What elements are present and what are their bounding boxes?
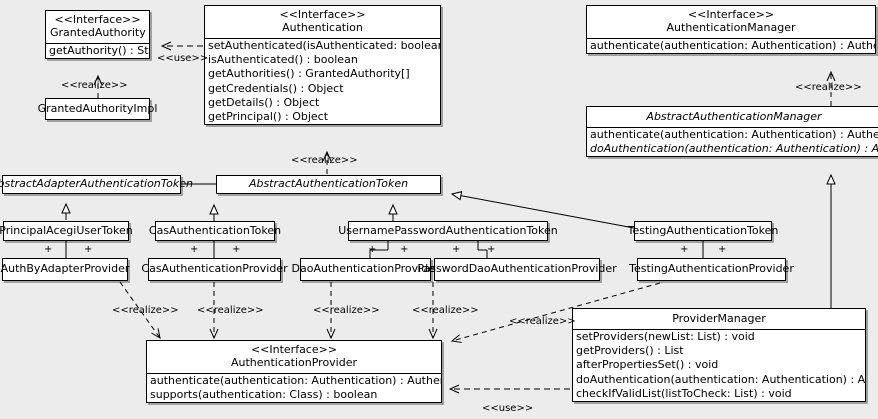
edge-label-realize-testing-authentication-provider: <<realize>>: [509, 316, 576, 327]
member-row: setProviders(newList: List) : void: [576, 330, 755, 343]
class-dao-authentication-provider[interactable]: DaoAuthenticationProvider: [292, 258, 440, 281]
stereotype-label: <<Interface>>: [250, 343, 338, 356]
member-row: getCredentials() : Object: [208, 81, 344, 95]
class-authentication-provider[interactable]: <<Interface>> AuthenticationProvider aut…: [146, 340, 442, 404]
class-name-label: TestingAuthenticationProvider: [629, 262, 794, 275]
association-marker-plus: +: [452, 244, 461, 255]
class-auth-by-adapter-provider[interactable]: AuthByAdapterProvider: [1, 258, 129, 281]
class-password-dao-authentication-provider[interactable]: PasswordDaoAuthenticationProvider: [417, 258, 617, 281]
class-name-label: UsernamePasswordAuthenticationToken: [338, 223, 558, 237]
class-name-label: DaoAuthenticationProvider: [291, 262, 440, 275]
class-name-label: Authentication: [282, 21, 363, 34]
class-members: authenticate(authentication: Authenticat…: [587, 127, 878, 156]
class-header: ProviderManager: [573, 309, 865, 329]
member-row: isAuthenticated() : boolean: [208, 53, 358, 67]
member-row: supports(authentication: Class) : boolea…: [150, 388, 378, 402]
class-abstract-authentication-manager[interactable]: AbstractAuthenticationManager authentica…: [586, 106, 878, 158]
edge-label-use-provider-manager: <<use>>: [482, 403, 534, 414]
class-cas-authentication-provider[interactable]: CasAuthenticationProvider: [141, 258, 288, 281]
class-abstract-adapter-authentication-token[interactable]: AbstractAdapterAuthenticationToken: [0, 175, 193, 194]
class-name-label: AuthenticationManager: [666, 21, 796, 34]
class-testing-authentication-token[interactable]: TestingAuthenticationToken: [628, 221, 778, 241]
class-name-label: AuthByAdapterProvider: [0, 262, 130, 275]
class-abstract-authentication-token[interactable]: AbstractAuthenticationToken: [216, 175, 441, 194]
class-cas-authentication-token[interactable]: CasAuthenticationToken: [149, 221, 281, 241]
class-name-label: AbstractAuthenticationToken: [248, 177, 409, 190]
class-provider-manager[interactable]: ProviderManager setProviders(newList: Li…: [572, 308, 866, 403]
class-authentication-manager[interactable]: <<Interface>> AuthenticationManager auth…: [586, 5, 876, 55]
member-row: doAuthentication(authentication: Authent…: [576, 372, 865, 386]
stereotype-label: <<Interface>>: [279, 8, 366, 21]
member-row: checkIfValidList(listToCheck: List) : vo…: [576, 386, 792, 400]
member-row: getAuthorities() : GrantedAuthority[]: [208, 67, 410, 81]
member-row: setAuthenticated(isAuthenticated: boolea…: [208, 39, 440, 52]
class-members: authenticate(authentication: Authenticat…: [147, 373, 441, 402]
class-name-label: ProviderManager: [672, 312, 766, 325]
association-marker-plus: +: [84, 244, 93, 255]
association-marker-plus: +: [368, 244, 377, 255]
member-row: authenticate(authentication: Authenticat…: [150, 374, 441, 387]
class-members: setAuthenticated(isAuthenticated: boolea…: [205, 38, 440, 124]
edge-label-use-granted-authority: <<use>>: [157, 53, 209, 64]
class-name-label: GrantedAuthorityImpl: [37, 101, 158, 115]
class-authentication[interactable]: <<Interface>> Authentication setAuthenti…: [204, 5, 441, 126]
class-granted-authority-impl[interactable]: GrantedAuthorityImpl: [38, 98, 157, 120]
edge-label-realize-granted-authority-impl: <<realize>>: [61, 80, 128, 91]
edge-label-realize-dao-authentication-provider: <<realize>>: [313, 305, 380, 316]
association-marker-plus: +: [232, 244, 241, 255]
association-marker-plus: +: [487, 244, 496, 255]
edge-label-realize-cas-authentication-provider: <<realize>>: [197, 305, 264, 316]
class-name-label: GrantedAuthority: [50, 26, 146, 39]
association-marker-plus: +: [718, 244, 727, 255]
class-granted-authority[interactable]: <<Interface>> GrantedAuthority getAuthor…: [45, 10, 150, 60]
member-row: doAuthentication(authentication: Authent…: [590, 142, 878, 156]
edge-label-realize-auth-by-adapter-provider: <<realize>>: [112, 305, 179, 316]
member-row: authenticate(authentication: Authenticat…: [590, 128, 878, 141]
edge-label-realize-abstract-authentication-manager: <<realize>>: [795, 82, 862, 93]
class-name-label: PrincipalAcegiUserToken: [0, 223, 133, 237]
member-row: getDetails() : Object: [208, 95, 320, 109]
class-header: <<Interface>> AuthenticationManager: [587, 6, 875, 38]
class-members: getAuthority() : String: [46, 43, 149, 58]
association-marker-plus: +: [44, 244, 53, 255]
class-testing-authentication-provider[interactable]: TestingAuthenticationProvider: [629, 258, 794, 281]
stereotype-label: <<Interface>>: [687, 8, 775, 21]
class-header: <<Interface>> AuthenticationProvider: [147, 341, 441, 373]
class-members: setProviders(newList: List) : void getPr…: [573, 329, 865, 401]
class-username-password-authentication-token[interactable]: UsernamePasswordAuthenticationToken: [338, 221, 558, 241]
association-marker-plus: +: [400, 244, 409, 255]
class-name-label: AbstractAuthenticationManager: [646, 110, 822, 123]
member-row: getAuthority() : String: [49, 44, 149, 57]
class-name-label: AuthenticationProvider: [230, 356, 358, 369]
class-name-label: PasswordDaoAuthenticationProvider: [417, 262, 617, 275]
member-row: authenticate(authentication: Authenticat…: [590, 39, 875, 52]
class-name-label: TestingAuthenticationToken: [627, 223, 779, 237]
class-name-label: CasAuthenticationToken: [148, 223, 282, 237]
class-name-label: CasAuthenticationProvider: [141, 262, 288, 275]
class-members: authenticate(authentication: Authenticat…: [587, 38, 875, 53]
member-row: getPrincipal() : Object: [208, 110, 329, 124]
class-header: <<Interface>> Authentication: [205, 6, 440, 38]
association-marker-plus: +: [680, 244, 689, 255]
edge-label-realize-password-dao-authentication-provider: <<realize>>: [412, 305, 479, 316]
member-row: afterPropertiesSet() : void: [576, 358, 719, 372]
class-header: <<Interface>> GrantedAuthority: [46, 11, 149, 43]
stereotype-label: <<Interface>>: [54, 13, 141, 26]
class-name-label: AbstractAdapterAuthenticationToken: [0, 177, 193, 190]
class-header: AbstractAuthenticationManager: [587, 107, 878, 127]
class-principal-acegi-user-token[interactable]: PrincipalAcegiUserToken: [0, 221, 133, 241]
association-marker-plus: +: [190, 244, 199, 255]
edge-label-realize-abstract-authentication-token: <<realize>>: [291, 155, 358, 166]
member-row: getProviders() : List: [576, 344, 684, 358]
